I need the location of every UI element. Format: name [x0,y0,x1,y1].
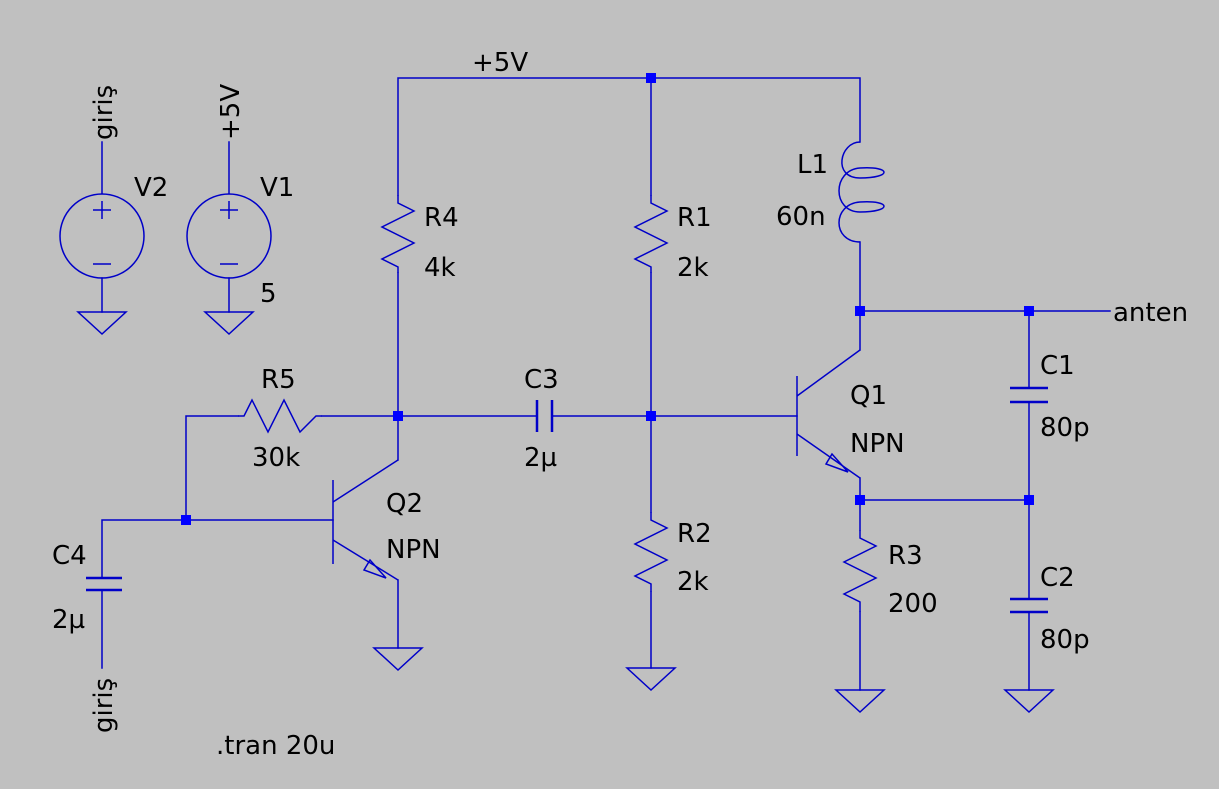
r2-name: R2 [677,519,712,549]
junction-dot [393,411,403,421]
q2-name: Q2 [386,489,423,519]
q1-emitter-arrow [824,452,849,473]
voltage-source-v1 [186,193,272,279]
capacitor-c3 [535,400,554,432]
c4-net-label: giriş [89,678,119,733]
r3-name: R3 [888,541,923,571]
resistor-r1 [633,195,669,273]
transistor-q1 [796,349,861,479]
c1-name: C1 [1040,351,1075,381]
ground-c2-icon [1003,689,1055,714]
ground-q2-icon [372,647,424,672]
r3-value: 200 [888,589,938,619]
ground-v1-icon [203,311,255,336]
resistor-r2 [633,512,669,592]
capacitor-c1 [1010,386,1048,404]
q1-name: Q1 [850,381,887,411]
wire-q2-base [101,519,334,579]
junction-dot [1024,306,1034,316]
c1-value: 80p [1040,413,1090,443]
c4-name: C4 [52,541,87,571]
r5-value: 30k [252,443,300,473]
v2-net-label: giriş [89,85,119,140]
output-net-label: anten [1113,298,1188,328]
wires [101,77,1111,691]
inductor-l1 [838,141,885,243]
l1-value: 60n [776,202,826,232]
c3-value: 2µ [524,443,557,473]
spice-directive: .tran 20u [216,731,335,761]
junction-dot [1024,495,1034,505]
v1-net-label: +5V [216,84,246,140]
junction-dot [646,73,656,83]
junction-dot [855,306,865,316]
v2-name: V2 [134,173,168,203]
capacitor-c4 [86,576,122,592]
q1-model: NPN [850,429,905,459]
junction-dot [181,515,191,525]
r5-name: R5 [261,365,296,395]
v1-name: V1 [260,173,294,203]
junction-dot [855,495,865,505]
voltage-source-v2 [59,193,145,279]
c4-value: 2µ [52,605,85,635]
junctions [181,73,1034,525]
c2-value: 80p [1040,625,1090,655]
wire-supply-rail [397,77,861,196]
r4-value: 4k [424,253,456,283]
c2-name: C2 [1040,563,1075,593]
supply-net-label: +5V [472,48,528,78]
transistor-q2 [332,459,399,581]
resistor-r3 [842,530,878,612]
wire-r5-left [185,415,239,521]
l1-name: L1 [797,150,828,180]
r1-name: R1 [677,203,712,233]
ground-r3-icon [834,689,886,714]
q2-emitter-arrow [362,558,387,579]
r4-name: R4 [424,203,459,233]
r1-value: 2k [677,253,709,283]
junction-dot [646,411,656,421]
ground-v2-icon [76,311,128,336]
resistor-r5 [238,398,322,434]
capacitor-c2 [1010,597,1048,614]
resistor-r4 [380,195,416,273]
ground-r2-icon [625,667,677,692]
c3-name: C3 [524,365,559,395]
r2-value: 2k [677,567,709,597]
q2-model: NPN [386,535,441,565]
v1-value: 5 [260,279,277,309]
